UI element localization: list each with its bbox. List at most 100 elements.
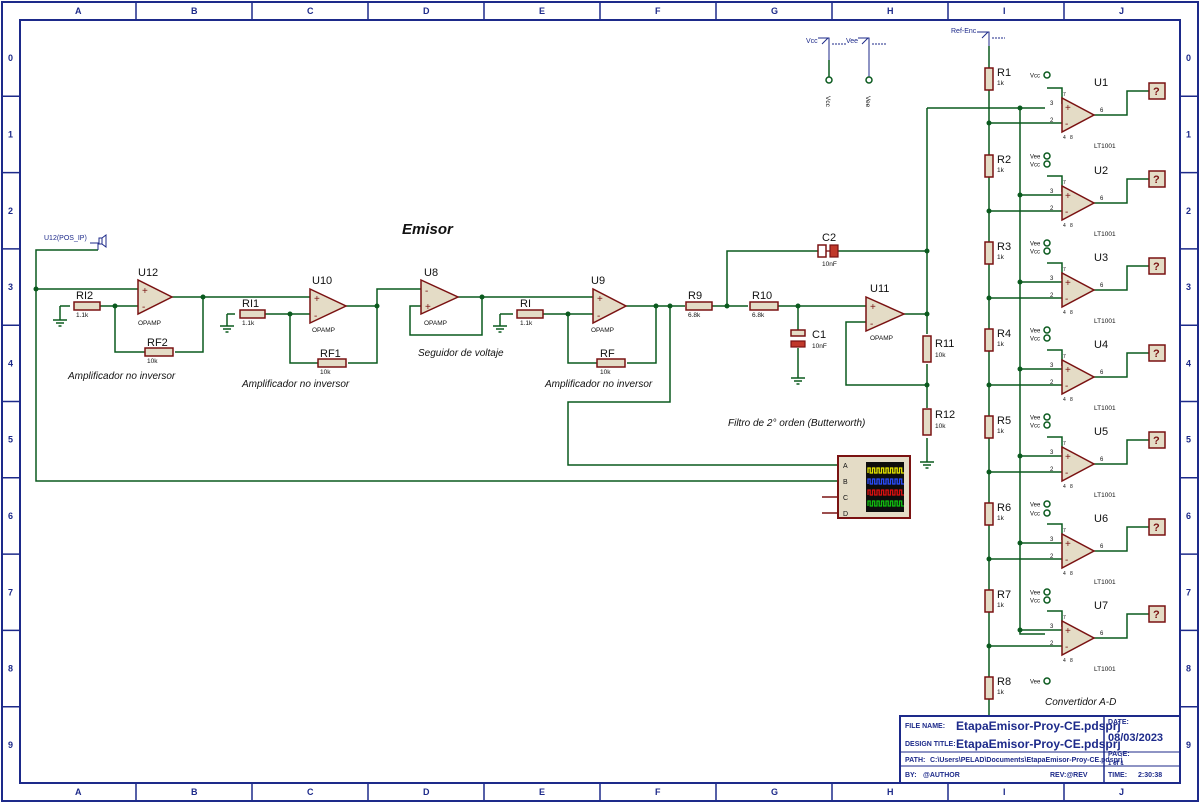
resistor-R10[interactable]: R10 6.8k: [749, 290, 779, 319]
opamp-U10[interactable]: + - U10 OPAMP: [309, 275, 348, 334]
wires: [35, 46, 1045, 740]
resistor-RI2[interactable]: RI2 1.1k: [73, 290, 101, 319]
supply-pin-label: Vee: [1030, 329, 1041, 335]
row-label: 8: [8, 664, 13, 674]
logic-probe[interactable]: ?: [1148, 431, 1166, 449]
page-label: PAGE:: [1108, 751, 1130, 758]
value-label: 10nF: [812, 343, 827, 350]
value-label: 10k: [320, 369, 331, 376]
supply-pin-label: Vcc: [1030, 337, 1040, 343]
row-label: 4: [8, 358, 13, 368]
row-label: 3: [8, 282, 13, 292]
capacitor-C1[interactable]: C1 10nF: [790, 329, 827, 350]
probe-label: ?: [1153, 86, 1160, 98]
date-label: DATE:: [1108, 719, 1129, 726]
input-terminal-U12-POS-IP[interactable]: U12(POS_IP): [44, 234, 107, 250]
opamp-U12[interactable]: + - U12 OPAMP: [137, 267, 174, 327]
value-label: LT1001: [1094, 143, 1116, 150]
scope-trace: [867, 478, 904, 485]
supply-pin-label: Vee: [1030, 242, 1041, 248]
pin-number: 4: [1063, 135, 1066, 141]
annotation-amp3: Amplificador no inversor: [544, 379, 653, 390]
pin-number: 4: [1063, 310, 1066, 316]
resistor-R9[interactable]: R9 6.8k: [685, 290, 713, 319]
resistor-RF1[interactable]: RF1 10k: [317, 348, 347, 376]
opamp-U9[interactable]: + - U9 OPAMP: [591, 275, 628, 334]
resistor-RF2[interactable]: RF2 10k: [144, 337, 174, 365]
pin-minus-label: -: [1065, 119, 1068, 130]
speaker-icon-cone: [101, 234, 107, 248]
value-label: 1k: [997, 602, 1005, 609]
logic-probe[interactable]: ?: [1148, 344, 1166, 362]
pin-number: 7: [1063, 354, 1066, 360]
pin-number: 8: [1070, 571, 1073, 577]
pin-number: 8: [1070, 397, 1073, 403]
logic-probe[interactable]: ?: [1148, 170, 1166, 188]
terminal-label: Ref-Enc: [951, 28, 977, 35]
value-label: LT1001: [1094, 231, 1116, 238]
pin-plus-label: +: [314, 294, 320, 305]
annotation-amp2: Amplificador no inversor: [241, 379, 350, 390]
pin-number: 3: [1050, 101, 1054, 107]
power-terminal-ref-enc[interactable]: Ref-Enc: [951, 28, 1005, 46]
value-label: 1k: [997, 167, 1005, 174]
ref-label: R7: [997, 589, 1011, 601]
logic-probe[interactable]: ?: [1148, 82, 1166, 100]
probe-label: ?: [1153, 435, 1160, 447]
logic-probe[interactable]: ?: [1148, 257, 1166, 275]
supply-pin-label: Vee: [1030, 591, 1041, 597]
value-label: OPAMP: [870, 335, 893, 342]
annotation-filter: Filtro de 2° orden (Butterworth): [728, 418, 865, 429]
pin-number: 6: [1100, 370, 1104, 376]
pin-number: 4: [1063, 658, 1066, 664]
opamp-U11[interactable]: + - U11 OPAMP: [865, 283, 906, 342]
row-label: 4: [1186, 358, 1191, 368]
value-label: 10k: [600, 369, 611, 376]
pin-number: 7: [1063, 441, 1066, 447]
column-label: F: [655, 6, 661, 16]
resistor-RF[interactable]: RF 10k: [596, 348, 626, 376]
ref-label: U9: [591, 275, 605, 287]
logic-probe[interactable]: ?: [1148, 518, 1166, 536]
resistor-RI[interactable]: RI 1.1k: [516, 298, 544, 327]
ref-label: C2: [822, 232, 836, 244]
ref-label: U4: [1094, 339, 1108, 351]
opamp-U8[interactable]: - + U8 OPAMP: [420, 267, 460, 327]
logic-probe[interactable]: ?: [1148, 605, 1166, 623]
scope-trace: [867, 500, 904, 507]
supply-pin-label: Vee: [1030, 503, 1041, 509]
pin-number: 4: [1063, 223, 1066, 229]
pin-plus-label: +: [425, 302, 431, 313]
pin-label: Vee: [864, 96, 871, 108]
resistor-R11[interactable]: R11 10k: [922, 335, 954, 363]
capacitor-C2[interactable]: C2 10nF: [817, 232, 839, 268]
resistor-RI1[interactable]: RI1 1.1k: [239, 298, 266, 327]
pin-number: 6: [1100, 544, 1104, 550]
power-terminal-vcc[interactable]: Vcc Vcc: [806, 37, 846, 108]
value-label: 1k: [997, 80, 1005, 87]
power-terminal-vee[interactable]: Vee Vee: [846, 37, 886, 108]
supply-pin-label: Vee: [1030, 416, 1041, 422]
probe-label: ?: [1153, 348, 1160, 360]
time-value: 2:30:38: [1138, 772, 1162, 779]
resistor-R12[interactable]: R12 10k: [922, 408, 955, 436]
row-label: 9: [8, 740, 13, 750]
